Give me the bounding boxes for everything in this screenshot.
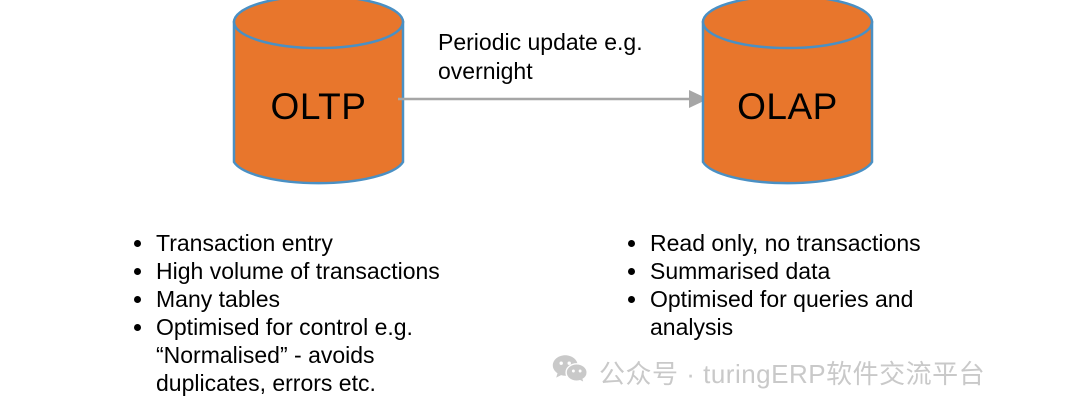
list-item: Many tables (130, 285, 490, 313)
watermark-text: 公众号 · turingERP软件交流平台 (599, 359, 986, 389)
cylinder-body-oltp (232, 20, 405, 185)
watermark: 公众号 · turingERP软件交流平台 (552, 354, 985, 394)
oltp-characteristics-list: Transaction entry High volume of transac… (130, 229, 490, 397)
cylinder-shape-olap (701, 0, 874, 185)
list-item: Optimised for control e.g. “Normalised” … (130, 313, 490, 397)
olap-database-cylinder: OLAP (701, 0, 874, 190)
arrow-label: Periodic update e.g. overnight (438, 29, 643, 84)
oltp-database-cylinder: OLTP (232, 0, 405, 190)
cylinder-shape-oltp (232, 0, 405, 185)
list-item: Summarised data (624, 257, 984, 285)
list-item: Transaction entry (130, 229, 490, 257)
arrow-head-icon (689, 90, 708, 108)
oltp-label: OLTP (270, 86, 367, 127)
arrow-shape (398, 90, 708, 108)
list-item: Optimised for queries and analysis (624, 285, 984, 341)
cylinder-top-ellipse-olap (701, 0, 874, 50)
wechat-icon (552, 354, 588, 394)
cylinder-body-olap (701, 20, 874, 185)
olap-characteristics-list: Read only, no transactions Summarised da… (624, 229, 984, 341)
olap-label: OLAP (737, 86, 838, 127)
list-item: High volume of transactions (130, 257, 490, 285)
periodic-update-arrow (398, 86, 708, 112)
list-item: Read only, no transactions (624, 229, 984, 257)
cylinder-top-ellipse-oltp (232, 0, 405, 50)
